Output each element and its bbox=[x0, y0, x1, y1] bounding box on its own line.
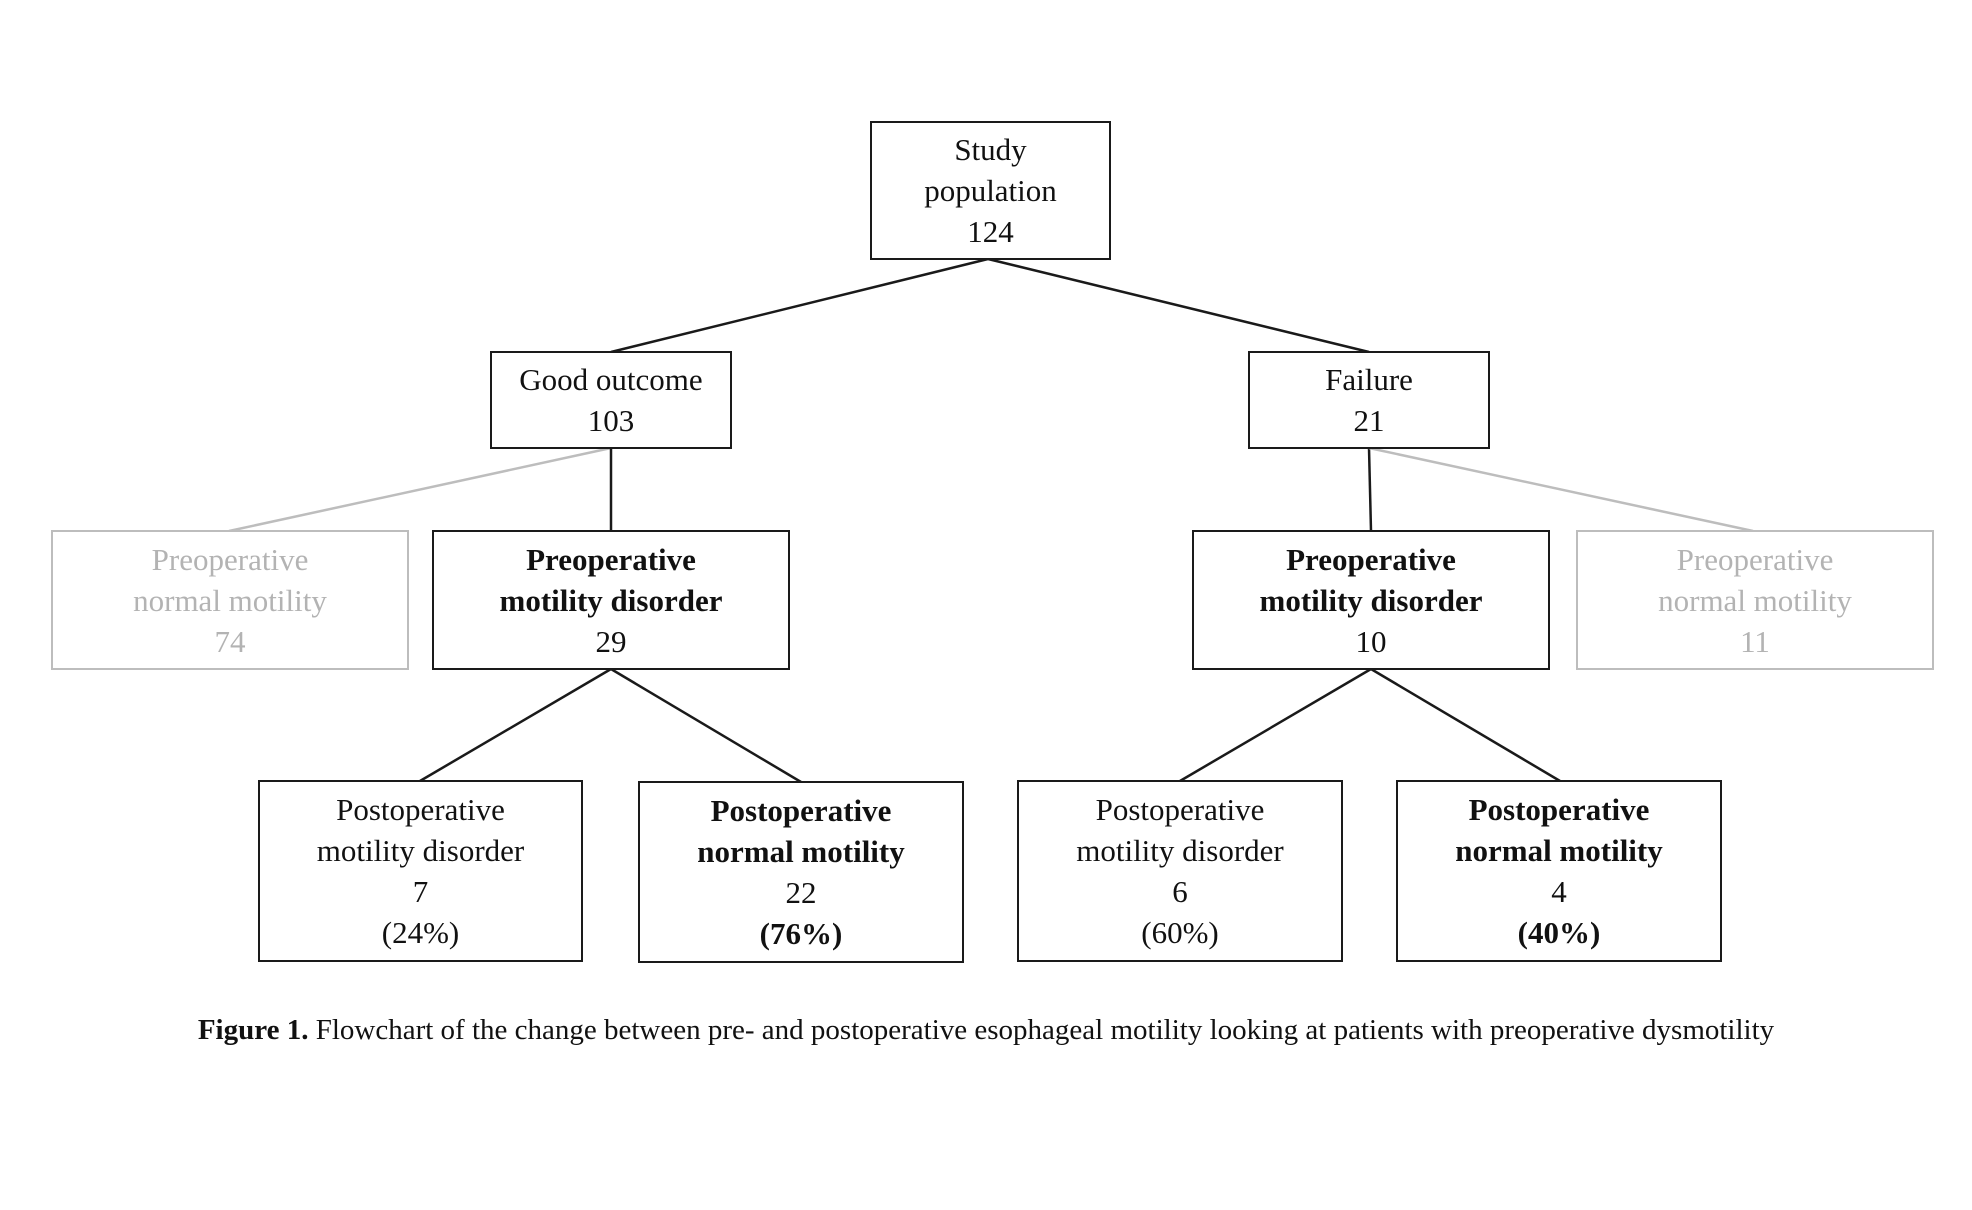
box-count: 21 bbox=[1353, 403, 1385, 438]
figure-caption: Figure 1. Flowchart of the change betwee… bbox=[0, 1014, 1972, 1047]
box-label-line-2: motility disorder bbox=[316, 833, 525, 868]
figure-caption-label: Figure 1. bbox=[197, 1014, 309, 1046]
failure-box: Failure 21 bbox=[1248, 351, 1490, 449]
fail-postop-normal-motility-box: Postoperative normal motility 4 (40%) bbox=[1396, 780, 1722, 962]
box-label-line-1: Preoperative bbox=[1286, 541, 1456, 577]
connector-good-disorder-to-post-normal bbox=[610, 667, 802, 784]
box-label-line-1: Good outcome bbox=[519, 362, 703, 397]
box-count: 124 bbox=[967, 214, 1014, 249]
box-count: 7 bbox=[412, 874, 429, 909]
connector-fail-disorder-to-post-normal bbox=[1370, 667, 1561, 783]
box-label-line-1: Postoperative bbox=[336, 792, 505, 827]
box-count: 103 bbox=[587, 403, 635, 438]
box-label-line-2: normal motility bbox=[1658, 582, 1852, 618]
good-postop-motility-disorder-box: Postoperative motility disorder 7 (24%) bbox=[258, 780, 583, 962]
figure-caption-text: Flowchart of the change between pre- and… bbox=[308, 1014, 1775, 1046]
box-percent: (24%) bbox=[381, 915, 460, 950]
box-label-line-1: Postoperative bbox=[1468, 792, 1650, 827]
box-label-line-1: Preoperative bbox=[151, 541, 309, 577]
connector-root-to-failure bbox=[987, 257, 1370, 354]
box-label-line-1: Failure bbox=[1325, 362, 1413, 397]
box-label-line-2: normal motility bbox=[697, 834, 905, 869]
box-count: 4 bbox=[1551, 874, 1567, 909]
good-outcome-box: Good outcome 103 bbox=[490, 351, 732, 449]
study-population-box: Study population 124 bbox=[870, 121, 1111, 260]
box-count: 6 bbox=[1172, 874, 1188, 909]
box-label-line-2: motility disorder bbox=[499, 582, 723, 618]
box-count: 11 bbox=[1740, 623, 1770, 659]
box-percent: (60%) bbox=[1141, 915, 1219, 950]
fail-preop-motility-disorder-box: Preoperative motility disorder 10 bbox=[1192, 530, 1550, 670]
box-label-line-2: normal motility bbox=[133, 582, 327, 618]
box-label-line-1: Postoperative bbox=[710, 793, 892, 828]
connector-fail-disorder-to-post-disorder bbox=[1179, 667, 1372, 783]
box-count: 29 bbox=[595, 623, 627, 659]
connector-good-to-normal bbox=[228, 446, 612, 533]
box-label-line-2: motility disorder bbox=[1259, 582, 1483, 618]
connector-root-to-good bbox=[610, 257, 989, 354]
fail-preop-normal-motility-box: Preoperative normal motility 11 bbox=[1576, 530, 1934, 670]
box-label-line-1: Preoperative bbox=[1676, 541, 1834, 577]
box-count: 74 bbox=[214, 623, 246, 659]
connector-failure-to-disorder bbox=[1367, 447, 1373, 532]
box-label-line-2: motility disorder bbox=[1076, 833, 1284, 868]
box-label-line-1: Preoperative bbox=[526, 541, 696, 577]
good-preop-normal-motility-box: Preoperative normal motility 74 bbox=[51, 530, 409, 670]
fail-postop-motility-disorder-box: Postoperative motility disorder 6 (60%) bbox=[1017, 780, 1343, 962]
box-count: 10 bbox=[1355, 623, 1387, 659]
box-percent: (76%) bbox=[759, 916, 843, 951]
good-preop-motility-disorder-box: Preoperative motility disorder 29 bbox=[432, 530, 790, 670]
box-label-line-1: Study bbox=[954, 132, 1027, 167]
box-percent: (40%) bbox=[1517, 915, 1601, 950]
box-label-line-1: Postoperative bbox=[1095, 792, 1265, 827]
box-label-line-2: population bbox=[924, 173, 1057, 208]
connector-failure-to-normal bbox=[1368, 446, 1754, 533]
box-label-line-2: normal motility bbox=[1455, 833, 1663, 868]
box-count: 22 bbox=[785, 875, 817, 910]
connector-good-disorder-to-post-disorder bbox=[419, 667, 612, 783]
good-postop-normal-motility-box: Postoperative normal motility 22 (76%) bbox=[638, 781, 964, 963]
